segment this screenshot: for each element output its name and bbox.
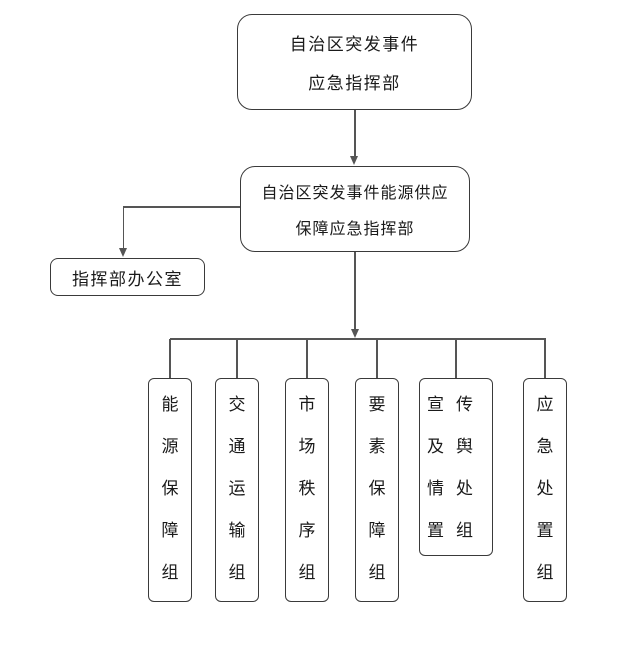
- connector-hq-to-groups: [354, 252, 356, 330]
- groups-horizontal-connector: [170, 338, 546, 340]
- group-label-emergency-handling: 应急处置组: [536, 395, 554, 582]
- group-label-energy-support: 能源保障组: [161, 395, 179, 582]
- connector-hq-to-office-vertical: [122, 206, 124, 249]
- group-stub-5: [455, 339, 457, 378]
- group-label-transportation: 交通运输组: [228, 395, 246, 582]
- group-stub-2: [236, 339, 238, 378]
- office-box: 指挥部办公室: [50, 258, 205, 296]
- group-box-emergency-handling: 应急处置组: [523, 378, 567, 602]
- group-stub-1: [169, 339, 171, 378]
- group-stub-3: [306, 339, 308, 378]
- top-box-line1: 自治区突发事件: [289, 34, 420, 54]
- hq-box-line2: 保障应急指挥部: [295, 221, 415, 238]
- group-box-energy-support: 能源保障组: [148, 378, 192, 602]
- group-box-element-support: 要素保障组: [355, 378, 399, 602]
- group-box-market-order: 市场秩序组: [285, 378, 329, 602]
- hq-box: 自治区突发事件能源供应 保障应急指挥部: [240, 166, 470, 252]
- group-stub-4: [376, 339, 378, 378]
- arrow-down-icon-hq-to-office: [118, 248, 127, 257]
- group-label-market-order: 市场秩序组: [298, 395, 316, 582]
- group-label-element-support: 要素保障组: [368, 395, 386, 582]
- office-box-label: 指挥部办公室: [72, 269, 183, 289]
- arrow-down-icon-hq-to-groups: [350, 329, 359, 338]
- hq-box-line1: 自治区突发事件能源供应: [261, 185, 449, 202]
- connector-hq-to-office-horizontal: [123, 206, 240, 208]
- group-label-publicity-opinion: 宣传及舆情处置组: [427, 395, 485, 540]
- group-stub-6: [544, 339, 546, 378]
- group-box-transportation: 交通运输组: [215, 378, 259, 602]
- top-box: 自治区突发事件 应急指挥部: [237, 14, 472, 110]
- arrow-down-icon-top-to-hq: [350, 156, 358, 165]
- top-box-line2: 应急指挥部: [308, 74, 401, 94]
- connector-top-to-hq: [354, 110, 356, 157]
- group-box-publicity-opinion: 宣传及舆情处置组: [419, 378, 493, 556]
